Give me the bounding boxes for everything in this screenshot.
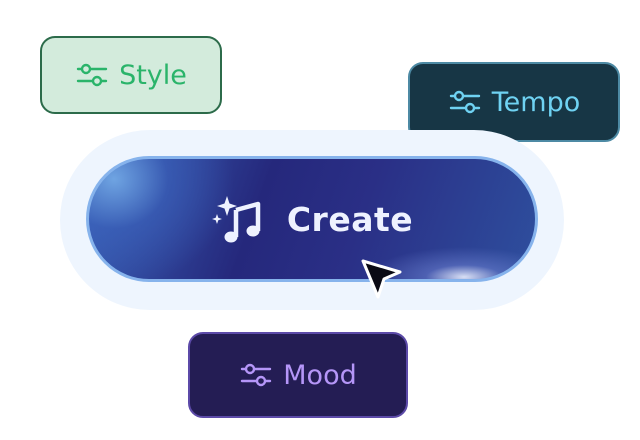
sliders-icon (241, 363, 272, 387)
sliders-icon (449, 90, 480, 114)
style-chip[interactable]: Style (40, 36, 222, 114)
sliders-icon (76, 63, 108, 87)
arrow-cursor-icon (361, 259, 402, 299)
style-chip-label: Style (119, 59, 187, 91)
create-button[interactable]: Create (86, 156, 538, 282)
mood-chip-label: Mood (283, 359, 357, 391)
music-sparkle-icon (211, 196, 261, 243)
tempo-chip[interactable]: Tempo (408, 62, 620, 142)
mood-chip[interactable]: Mood (188, 332, 408, 418)
create-button-label: Create (286, 199, 414, 239)
tempo-chip-label: Tempo (491, 86, 581, 118)
